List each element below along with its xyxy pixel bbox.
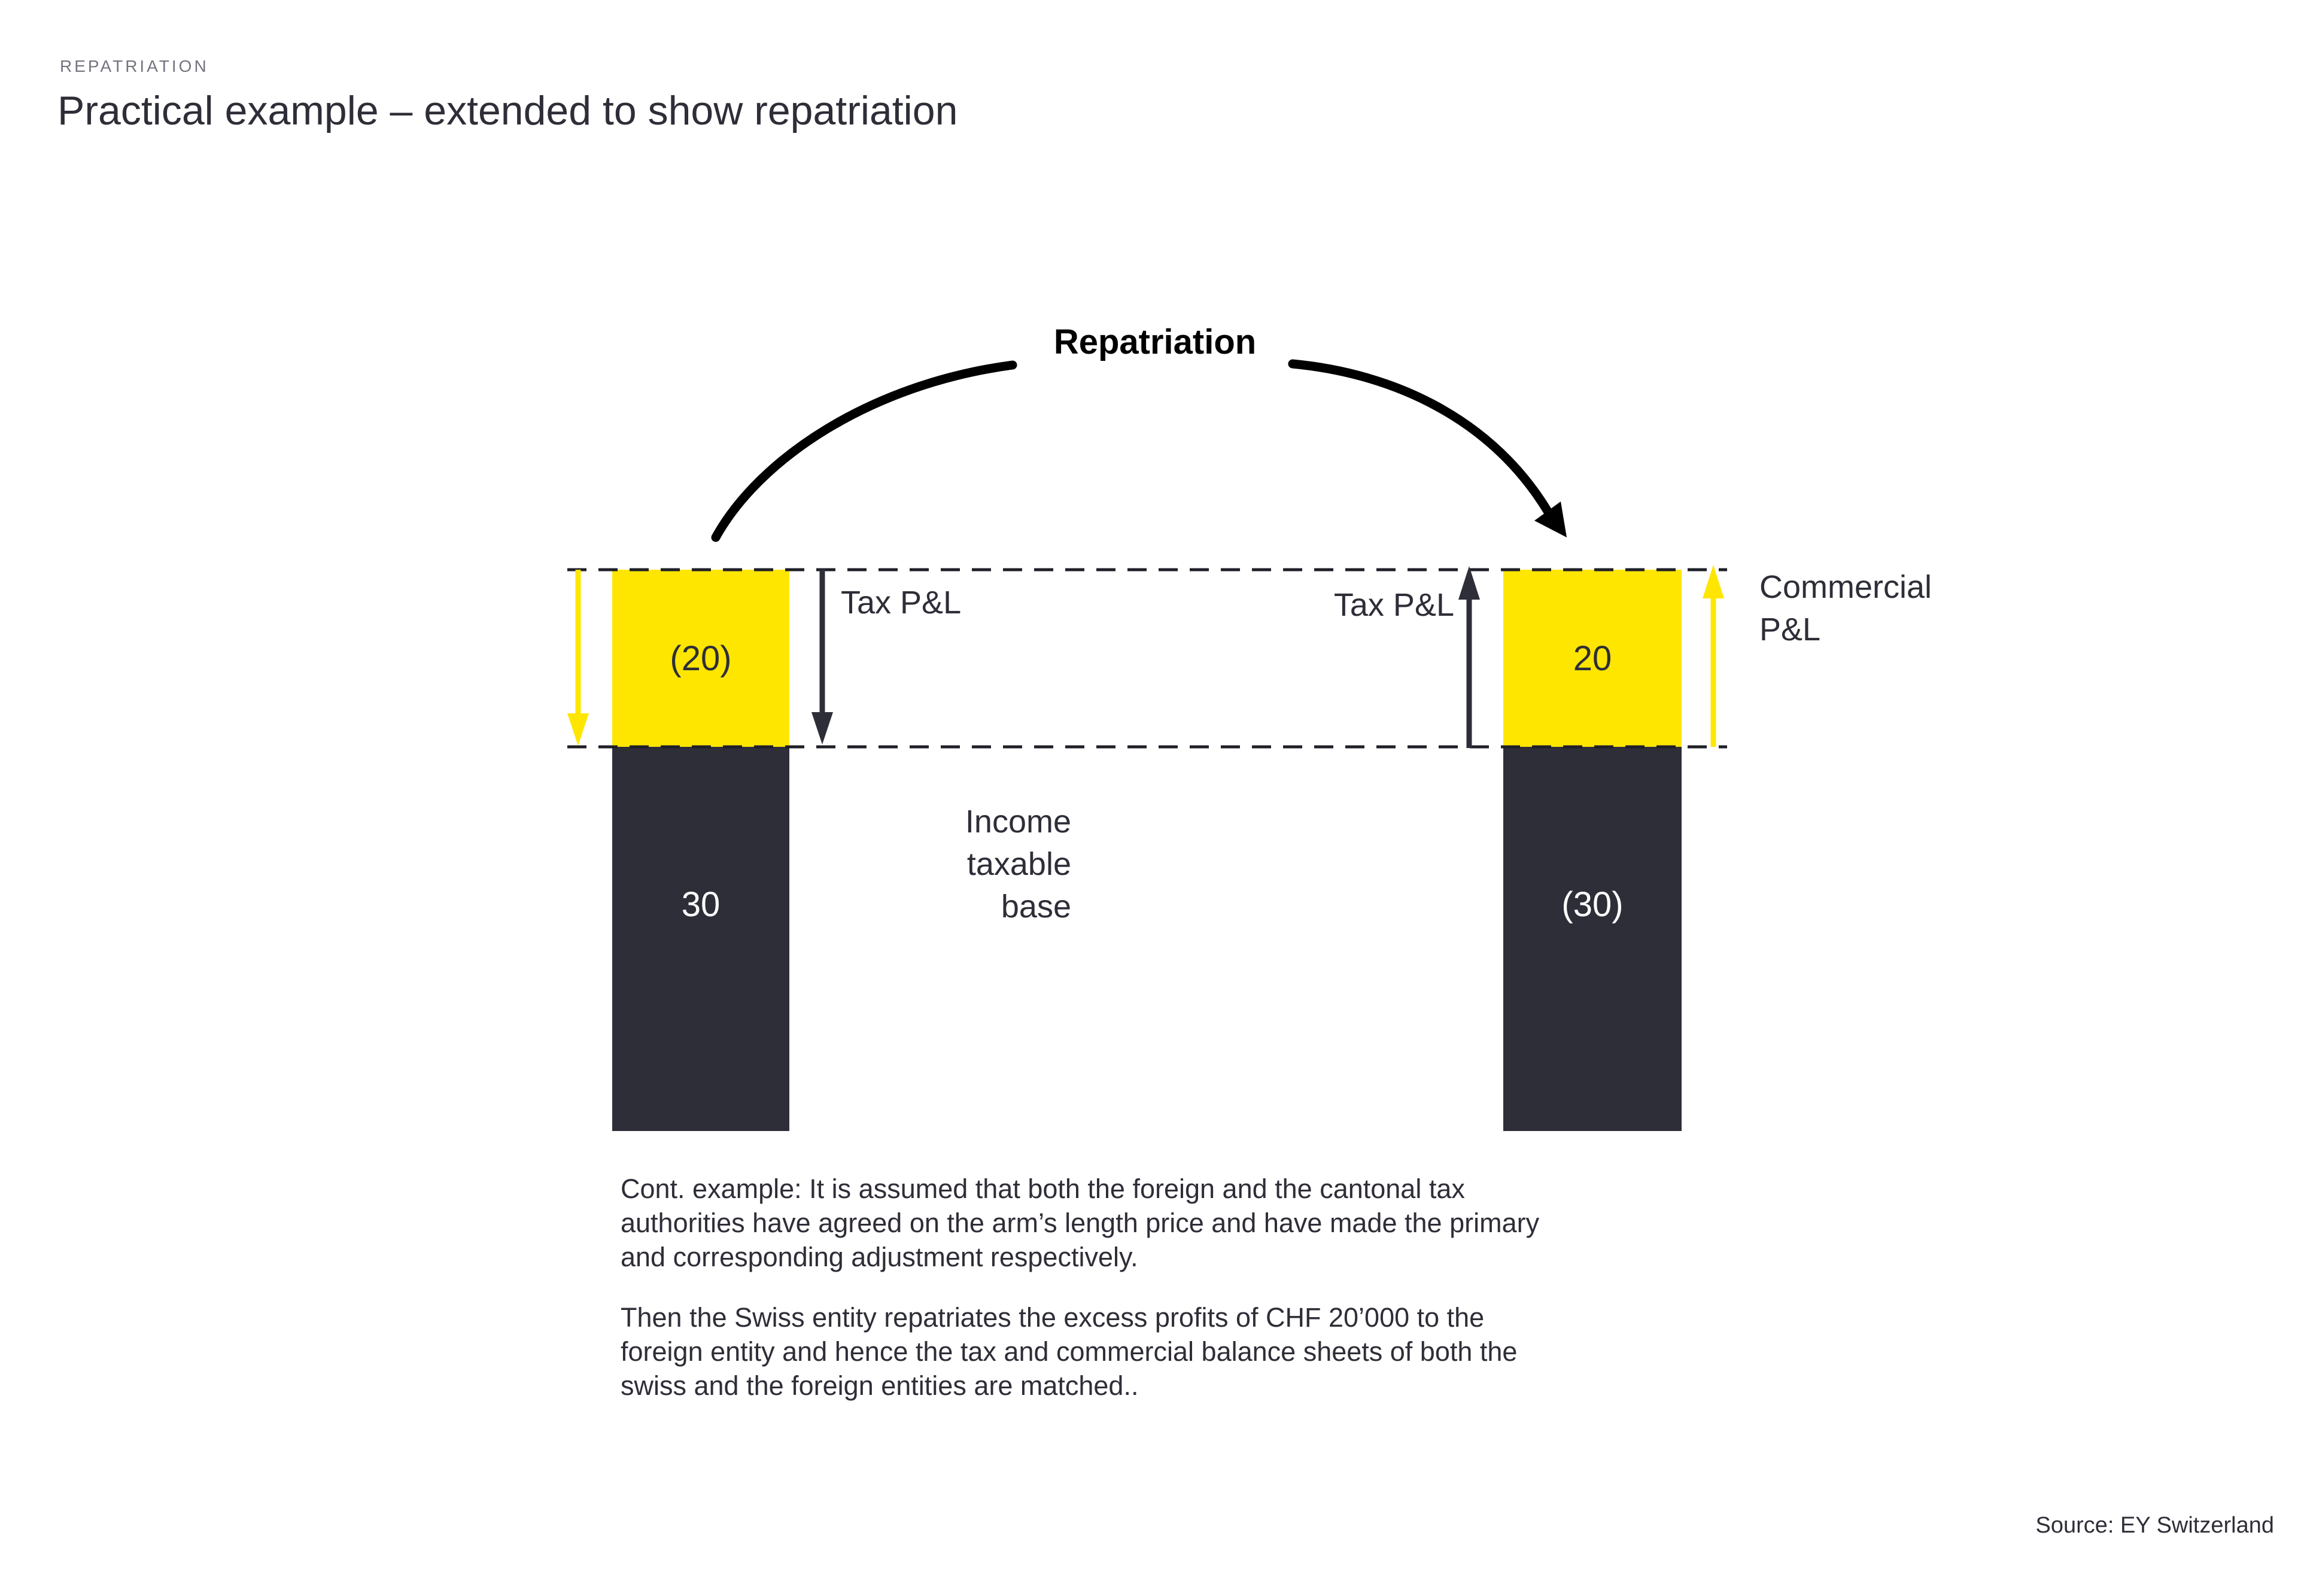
body-text: Cont. example: It is assumed that both t… (621, 1172, 1539, 1429)
left-yellow-arrow-head-icon (567, 713, 589, 746)
left-tax-arrow-head-icon (811, 712, 833, 744)
right-yellow-arrow-head-icon (1703, 565, 1724, 598)
source-note: Source: EY Switzerland (2035, 1513, 2275, 1538)
left-bar-yellow-block: (20) (612, 570, 789, 747)
commercial-pl-label: Commercial P&L (1759, 569, 1932, 647)
body-paragraph-2: Then the Swiss entity repatriates the ex… (621, 1302, 1518, 1401)
repatriation-arrowhead-icon (1534, 501, 1567, 537)
tax-pl-label-right: Tax P&L (1333, 587, 1454, 623)
left-bar-dark-block: 30 (612, 747, 789, 1131)
right-bar-dark-block: (30) (1503, 747, 1682, 1131)
body-paragraph-1: Cont. example: It is assumed that both t… (621, 1174, 1540, 1272)
left-yellow-value: (20) (670, 639, 732, 678)
left-dark-value: 30 (681, 885, 721, 924)
repatriation-arc-label: Repatriation (1053, 323, 1257, 361)
right-tax-arrow-head-icon (1458, 566, 1480, 600)
tax-pl-label-left: Tax P&L (841, 585, 962, 621)
eyebrow-label: REPATRIATION (60, 57, 209, 75)
repatriation-arc-right (1288, 359, 1552, 516)
right-yellow-value: 20 (1573, 639, 1612, 678)
repatriation-arc-left (711, 360, 1017, 542)
income-taxable-base-label: Income taxable base (965, 804, 1071, 925)
page-title: Practical example – extended to show rep… (57, 88, 958, 133)
right-bar-yellow-block: 20 (1503, 570, 1682, 747)
right-dark-value: (30) (1561, 885, 1624, 924)
